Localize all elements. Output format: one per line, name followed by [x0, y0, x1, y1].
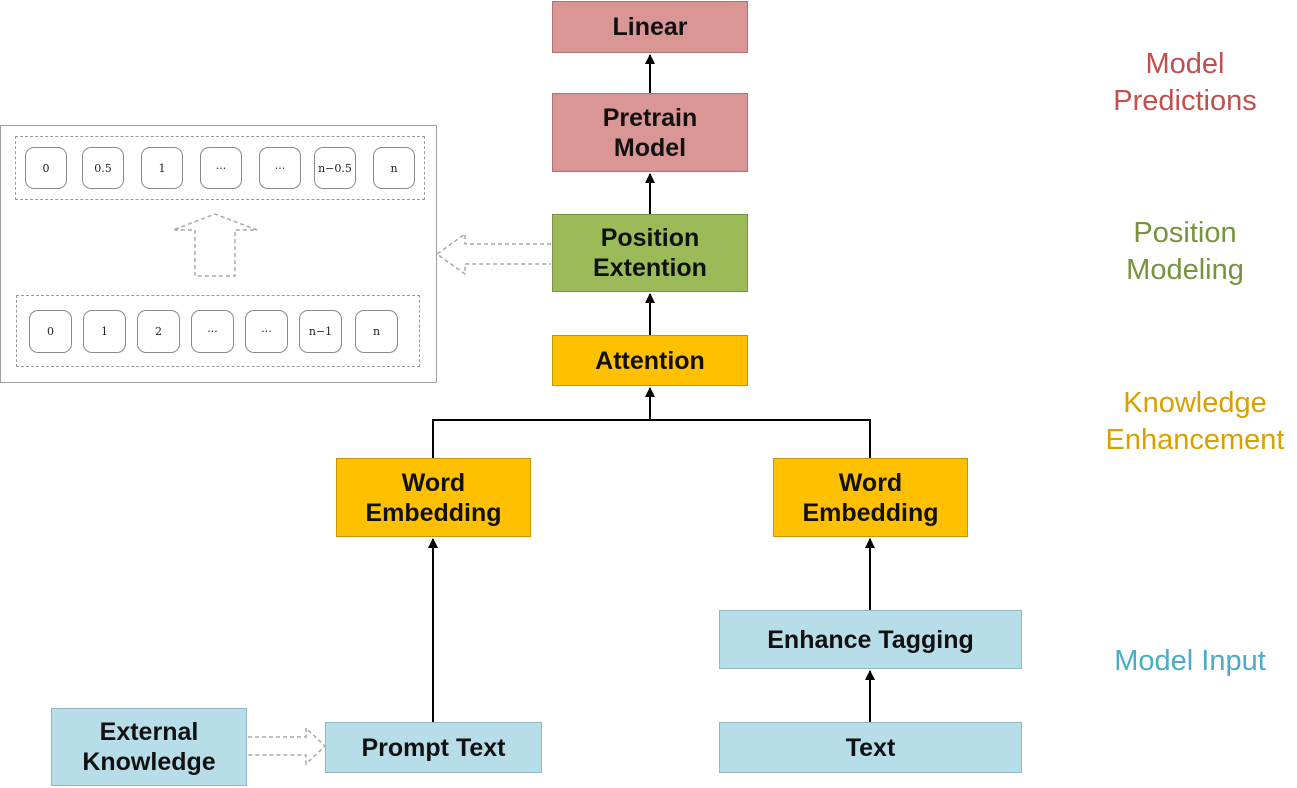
word-embedding-left-box: Word Embedding [336, 458, 531, 537]
position-cell: n−0.5 [314, 147, 356, 189]
layer-label-model-input: Model Input [1114, 645, 1266, 677]
position-cell: ··· [259, 147, 301, 189]
position-cell: 0 [29, 310, 72, 353]
external-knowledge-box: External Knowledge [51, 708, 247, 786]
position-interpolation-inset: 0 0.5 1 ··· ··· n−0.5 n 0 1 2 ··· ··· n−… [0, 125, 437, 383]
position-cell: 1 [83, 310, 126, 353]
original-positions-row: 0 1 2 ··· ··· n−1 n [16, 295, 420, 367]
linear-box: Linear [552, 1, 748, 53]
position-cell: n [355, 310, 398, 353]
hollow-arrow-position-to-inset [435, 232, 551, 276]
position-cell: ··· [200, 147, 242, 189]
pretrain-model-box: Pretrain Model [552, 93, 748, 172]
word-embedding-right-box: Word Embedding [773, 458, 968, 537]
text-box: Text [719, 722, 1022, 773]
position-cell: ··· [191, 310, 234, 353]
layer-label-position-modeling: Position Modeling [1126, 217, 1244, 286]
position-extention-box: Position Extention [552, 214, 748, 292]
position-cell: 0.5 [82, 147, 124, 189]
position-cell: 0 [25, 147, 67, 189]
interpolated-positions-row: 0 0.5 1 ··· ··· n−0.5 n [15, 136, 425, 200]
attention-box: Attention [552, 335, 748, 386]
merge-line [432, 419, 871, 458]
position-cell: 2 [137, 310, 180, 353]
prompt-text-box: Prompt Text [325, 722, 542, 773]
position-cell: n−1 [299, 310, 342, 353]
hollow-up-arrow [172, 213, 258, 277]
position-cell: ··· [245, 310, 288, 353]
layer-label-knowledge-enhancement: Knowledge Enhancement [1105, 387, 1285, 456]
hollow-arrow-knowledge-to-prompt [248, 726, 327, 766]
layer-label-model-predictions: Model Predictions [1113, 48, 1257, 117]
enhance-tagging-box: Enhance Tagging [719, 610, 1022, 669]
position-cell: n [373, 147, 415, 189]
position-cell: 1 [141, 147, 183, 189]
